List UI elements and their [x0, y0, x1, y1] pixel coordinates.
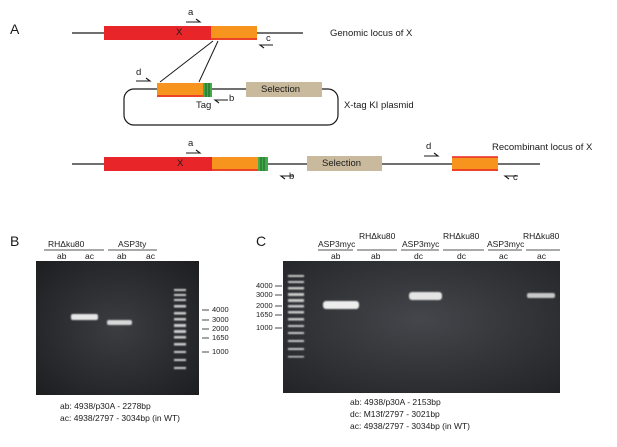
recombinant-tag-box [258, 157, 268, 171]
gel-c-lane-6: ac [537, 251, 546, 261]
plasmid-selection-box [246, 82, 322, 97]
gel-c-lane-3: dc [414, 251, 423, 261]
gel-c-legend-2: dc: M13f/2797 - 3021bp [350, 409, 440, 419]
gel-b-strain-2: ASP3ty [118, 239, 147, 249]
gel-c-legend-1: ab: 4938/p30A - 2153bp [350, 397, 441, 407]
recomb-selection-label: Selection [322, 158, 362, 169]
gel-c-strain-1: ASP3myc [318, 239, 356, 249]
primer-c-arrow [258, 44, 273, 49]
gel-b-ladder [174, 289, 186, 369]
recomb-primer-a-label: a [188, 138, 194, 149]
panel-a-letter: A [10, 21, 20, 37]
panel-c-letter: C [256, 233, 267, 249]
crossover-line-1 [159, 40, 214, 83]
primer-c-recomb-arrow [503, 175, 518, 180]
gel-c-strain-3: ASP3myc [402, 239, 440, 249]
primer-d-recomb-arrow [424, 152, 440, 157]
gel-c-image [283, 261, 560, 393]
gel-b-ladder-3000: 3000 [212, 315, 229, 324]
gel-b-lane-2: ac [85, 251, 94, 261]
primer-b-recomb-arrow [279, 175, 294, 180]
gel-c-lane-2: ab [371, 251, 381, 261]
gel-c-ladder-4000: 4000 [256, 281, 273, 290]
recomb-primer-c-label: c [513, 172, 518, 183]
gel-b-ladder-1000: 1000 [212, 347, 229, 356]
gel-c-strain-5: ASP3myc [487, 239, 525, 249]
gel-c-ladder [288, 275, 304, 358]
recombinant-locus-label: Recombinant locus of X [492, 142, 593, 153]
gel-b-band-ac [71, 314, 98, 320]
panel-b-letter: B [10, 233, 20, 249]
gel-c-band-rhku80-ac [527, 293, 555, 298]
gene-x-label: X [176, 27, 183, 38]
gel-c-legend-3: ac: 4938/2797 - 3034bp (in WT) [350, 421, 471, 431]
gel-b-ladder-2000: 2000 [212, 324, 229, 333]
recomb-gene-x-label: X [177, 158, 184, 169]
primer-b-plasmid-arrow [213, 99, 228, 104]
gel-c-strain-4: RHΔku80 [443, 231, 480, 241]
gel-b-lane-1: ab [57, 251, 67, 261]
gel-c-lane-1: ab [331, 251, 341, 261]
gel-b-legend-2: ac: 4938/2797 - 3034bp (in WT) [60, 413, 181, 423]
gel-b-image [36, 261, 199, 395]
recombinant-homology-box-2 [452, 157, 498, 171]
genomic-gene-box [104, 26, 211, 40]
plasmid-tag-label: Tag [196, 100, 212, 111]
gel-c-lane-4: dc [457, 251, 466, 261]
gel-c-ladder-2000: 2000 [256, 301, 273, 310]
gel-b-ladder-4000: 4000 [212, 305, 229, 314]
recomb-primer-d-label: d [426, 141, 432, 152]
gel-c-strain-6: RHΔku80 [523, 231, 560, 241]
recombinant-gene-box [104, 157, 212, 171]
gel-c-lane-5: ac [499, 251, 508, 261]
gel-c-strain-2: RHΔku80 [359, 231, 396, 241]
plasmid-homology-box [157, 83, 203, 97]
gel-b-lane-3: ab [117, 251, 127, 261]
plasmid-label: X-tag KI plasmid [344, 100, 414, 111]
gel-b-strain-1: RHΔku80 [48, 239, 85, 249]
gel-c-ladder-3000: 3000 [256, 290, 273, 299]
plasmid-loop [123, 88, 339, 126]
gel-b-legend-1: ab: 4938/p30A - 2278bp [60, 401, 151, 411]
gel-b-lane-4: ac [146, 251, 155, 261]
primer-a-recomb-arrow [186, 149, 202, 154]
primer-d-plasmid-arrow [136, 77, 152, 82]
gel-b-ladder-1650: 1650 [212, 333, 229, 342]
recombinant-homology-box [212, 157, 258, 171]
crossover-line-2 [198, 40, 219, 83]
primer-d-label: d [136, 67, 142, 78]
recomb-primer-b-label: b [289, 171, 295, 182]
plasmid-tag-box [203, 83, 212, 97]
gel-c-ladder-1650: 1650 [256, 310, 273, 319]
plasmid-selection-label: Selection [261, 84, 301, 95]
primer-a-label: a [188, 7, 194, 18]
gel-c-band-asp3myc-dc [409, 292, 442, 300]
recombinant-selection-box [307, 156, 382, 171]
gel-c-ladder-1000: 1000 [256, 323, 273, 332]
primer-b-label: b [229, 93, 235, 104]
gel-b-band-ab [107, 320, 132, 325]
gel-c-band-asp3myc-ab [323, 301, 359, 309]
primer-a-arrow [186, 18, 202, 23]
primer-c-label: c [266, 33, 271, 44]
genomic-locus-label: Genomic locus of X [330, 28, 413, 39]
genomic-homology-box [211, 26, 257, 40]
